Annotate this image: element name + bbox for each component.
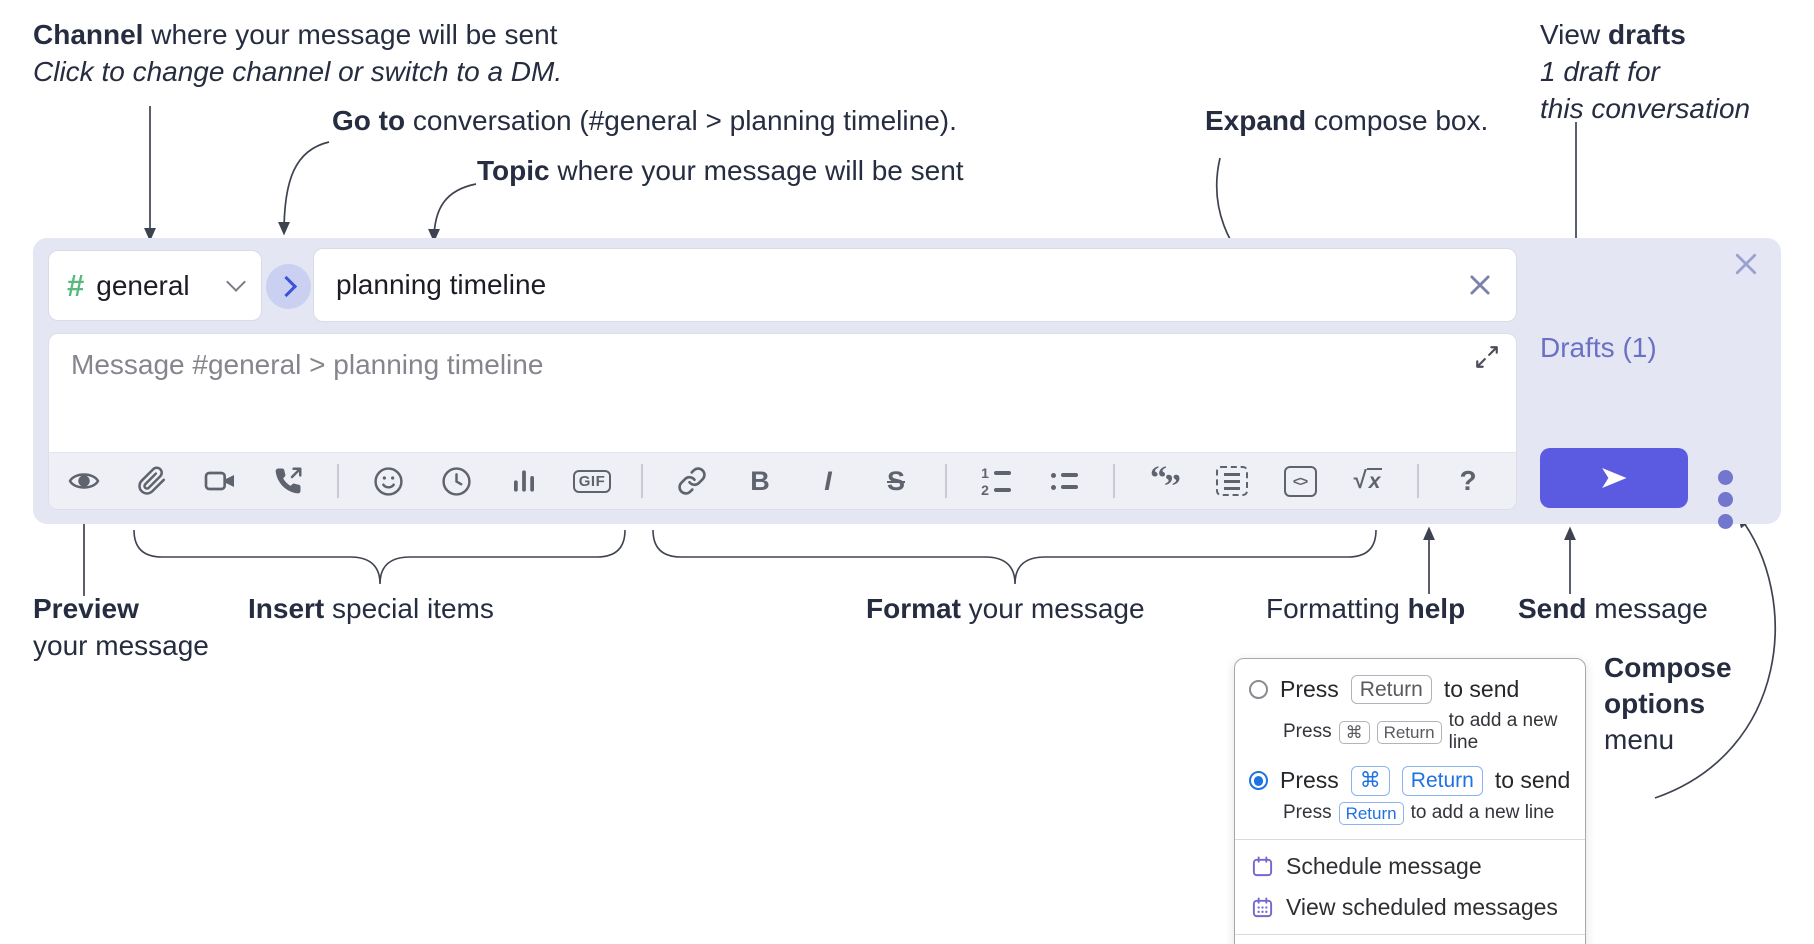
return-keycap: Return	[1338, 801, 1404, 825]
spoiler-icon	[1216, 466, 1248, 496]
chevron-right-icon	[275, 275, 298, 298]
expand-compose-icon[interactable]	[1474, 344, 1500, 375]
toolbar-divider	[641, 464, 643, 498]
cmd-keycap: ⌘	[1350, 766, 1390, 796]
format-annotation: Format your message	[866, 593, 1145, 624]
video-call-button[interactable]	[201, 461, 239, 501]
smiley-icon	[373, 466, 403, 496]
compose-toolbar: GIF B I S 1 2	[49, 452, 1516, 509]
clear-topic-icon[interactable]	[1466, 271, 1494, 299]
math-button[interactable]: √x	[1349, 461, 1387, 501]
channel-selector-button[interactable]: # general	[48, 250, 262, 321]
insert-brace	[133, 529, 626, 585]
message-input[interactable]: Message #general > planning timeline	[48, 333, 1517, 510]
global-time-button[interactable]	[437, 461, 475, 501]
bullet-list-button[interactable]	[1045, 461, 1083, 501]
compose-options-annotation: Compose options menu	[1604, 652, 1732, 755]
chevron-down-icon	[226, 272, 246, 292]
bar-chart-icon	[514, 470, 534, 492]
attach-file-button[interactable]	[133, 461, 171, 501]
emoji-button[interactable]	[369, 461, 407, 501]
view-scheduled-messages-item[interactable]: View scheduled messages	[1235, 887, 1585, 928]
bold-button[interactable]: B	[750, 465, 770, 496]
gif-icon: GIF	[572, 469, 612, 493]
spoiler-button[interactable]	[1213, 461, 1251, 501]
question-mark-icon: ?	[1459, 465, 1477, 496]
eye-icon	[68, 473, 100, 489]
clock-icon	[441, 466, 471, 496]
strikethrough-button[interactable]: S	[886, 465, 905, 496]
schedule-message-item[interactable]: Schedule message	[1235, 846, 1585, 887]
calendar-icon	[1252, 856, 1273, 876]
enter-sends-subtext: Press ⌘ Return to add a new line	[1283, 710, 1558, 754]
enter-sends-option[interactable]: Press Return to send	[1235, 671, 1585, 708]
preview-annotation: Preview your message	[33, 593, 209, 661]
voice-call-button[interactable]	[269, 461, 307, 501]
send-annotation: Send message	[1518, 593, 1708, 624]
code-button[interactable]: <>	[1281, 461, 1319, 501]
go-to-conversation-button[interactable]	[266, 264, 311, 309]
kebab-dot	[1718, 514, 1733, 529]
drafts-link[interactable]: Drafts (1)	[1540, 332, 1657, 363]
insert-annotation: Insert special items	[248, 593, 494, 624]
channel-name-label: general	[96, 269, 190, 301]
compose-options-popup: Press Return to send Press ⌘ Return to a…	[1234, 658, 1586, 944]
preview-button[interactable]	[65, 461, 103, 501]
quote-icon: “ ”	[1150, 460, 1181, 505]
view-drafts-annotation: View drafts 1 draft for this conversatio…	[1540, 19, 1751, 124]
popup-divider	[1235, 933, 1585, 935]
kebab-dot	[1718, 470, 1733, 485]
popup-divider	[1235, 838, 1585, 840]
link-icon	[678, 467, 706, 495]
poll-button[interactable]	[505, 461, 543, 501]
code-icon: <>	[1283, 465, 1317, 497]
video-camera-icon	[204, 471, 234, 491]
kebab-dot	[1718, 492, 1733, 507]
formatting-help-button[interactable]: ?	[1449, 461, 1487, 501]
ordered-list-icon: 1 2	[981, 466, 1011, 497]
return-keycap: Return	[1401, 766, 1483, 796]
ordered-list-button[interactable]: 1 2	[977, 461, 1015, 501]
bullet-list-icon	[1050, 472, 1078, 490]
message-placeholder: Message #general > planning timeline	[71, 349, 544, 380]
goto-annotation: Go to conversation (#general > planning …	[332, 105, 957, 136]
italic-button[interactable]: I	[824, 465, 832, 496]
quote-button[interactable]: “ ”	[1145, 460, 1183, 505]
phone-outgoing-icon	[275, 467, 302, 494]
topic-annotation: Topic where your message will be sent	[477, 155, 964, 186]
toolbar-divider	[1113, 464, 1115, 498]
calendar-grid-icon	[1252, 897, 1273, 917]
compose-options-menu-button[interactable]	[1718, 470, 1733, 529]
toolbar-divider	[337, 464, 339, 498]
return-keycap: Return	[1350, 675, 1432, 705]
return-keycap: Return	[1376, 720, 1442, 744]
channel-hash-icon: #	[67, 267, 85, 303]
topic-value: planning timeline	[336, 269, 547, 300]
gif-button[interactable]: GIF	[572, 461, 612, 501]
cmd-enter-sends-subtext: Press Return to add a new line	[1283, 801, 1555, 825]
toolbar-divider	[1417, 464, 1419, 498]
formatting-help-annotation: Formatting help	[1266, 593, 1466, 624]
topic-input[interactable]: planning timeline	[313, 248, 1517, 322]
channel-annotation: Channel where your message will be sent …	[33, 19, 563, 87]
close-compose-icon[interactable]	[1731, 249, 1761, 284]
math-sqrt-icon: √x	[1353, 467, 1383, 494]
cmd-keycap: ⌘	[1338, 720, 1370, 744]
cmd-enter-sends-option[interactable]: Press ⌘ Return to send	[1235, 762, 1585, 799]
send-button[interactable]	[1540, 448, 1688, 508]
goto-connector	[278, 141, 330, 236]
radio-selected-icon[interactable]	[1249, 771, 1268, 791]
expand-annotation: Expand compose box.	[1205, 105, 1489, 136]
radio-unselected-icon[interactable]	[1249, 680, 1268, 700]
compose-box-panel: # general planning timeline Message #gen…	[33, 238, 1781, 529]
link-button[interactable]	[673, 461, 711, 501]
topic-connector	[428, 183, 477, 243]
format-brace	[652, 529, 1377, 585]
paperclip-icon	[138, 466, 166, 495]
toolbar-divider	[945, 464, 947, 498]
send-plane-icon	[1602, 468, 1627, 488]
